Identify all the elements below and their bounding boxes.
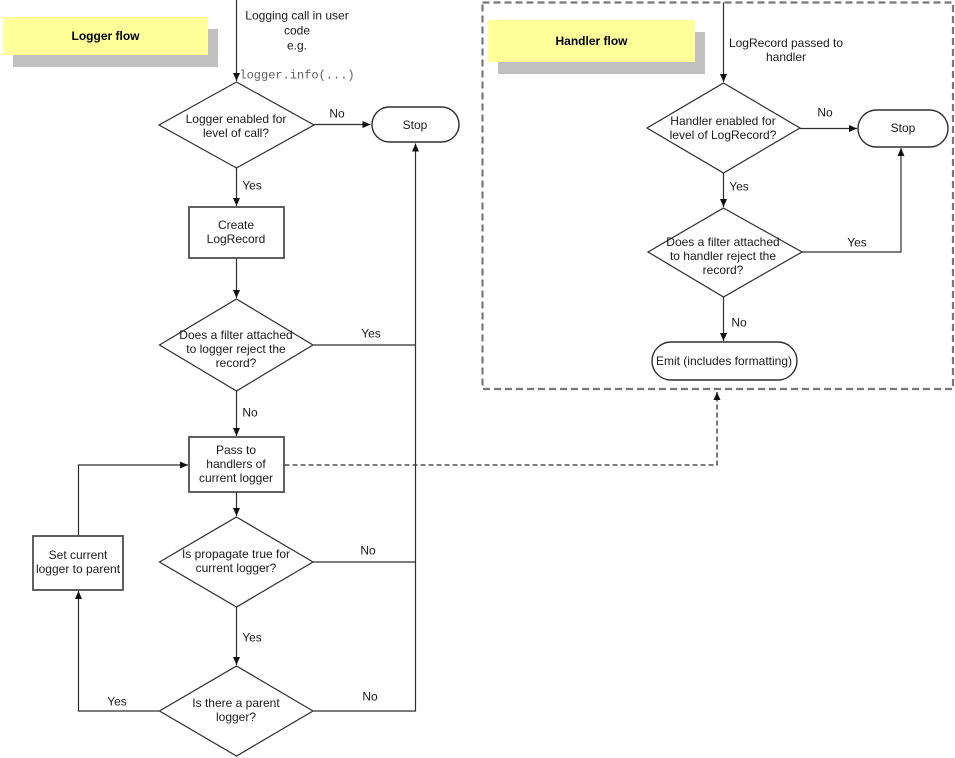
edge-label-level-yes: Yes (242, 178, 262, 193)
logger-entry-text: Logging call in user code e.g. (245, 8, 349, 53)
edge-label-filter-yes: Yes (361, 326, 381, 341)
terminator-logger-stop-label: Stop (402, 118, 428, 132)
edge-label-filter-no: No (242, 405, 258, 420)
process-set-parent-label: Set current logger to parent (35, 548, 121, 576)
logger-flow-title-note: Logger flow (3, 17, 208, 55)
decision-handler-filter-label: Does a filter attached to handler reject… (666, 235, 780, 277)
edge-label-level-no: No (329, 106, 345, 121)
logger-entry-annotation: Logging call in user code e.g. logger.in… (239, 0, 354, 99)
terminator-handler-stop-shape (857, 109, 949, 148)
handler-flow-title: Handler flow (555, 34, 628, 48)
decision-logger-enabled-shape (157, 81, 316, 169)
edge-label-handler-filter-no: No (731, 315, 747, 330)
decision-logger-filter-shape (158, 298, 315, 392)
decision-propagate-shape (158, 516, 315, 608)
decision-logger-filter-label: Does a filter attached to logger reject … (179, 328, 293, 370)
process-pass-handlers-label: Pass to handlers of current logger (198, 443, 274, 485)
logger-entry-code: logger.info(...) (239, 68, 355, 83)
edge-pass-to-handler-flow-dashed (284, 392, 721, 466)
decision-parent-logger-shape (158, 665, 315, 757)
handler-entry-annotation: LogRecord passed to handler (728, 36, 844, 64)
edge-label-handler-level-yes: Yes (729, 179, 749, 194)
edge-set-parent-to-pass (77, 461, 188, 536)
decision-handler-filter-shape (646, 207, 804, 298)
decision-parent-logger-label: Is there a parent logger? (192, 696, 280, 724)
decision-propagate-label: Is propagate true for current logger? (181, 547, 291, 575)
edge-label-parent-yes: Yes (107, 694, 127, 709)
handler-flow-title-note: Handler flow (488, 20, 695, 62)
handler-flow-frame (481, 1, 955, 391)
process-set-parent-shape (32, 535, 124, 591)
edge-label-handler-filter-yes: Yes (847, 235, 867, 250)
edge-parent-yes-to-set-parent (75, 591, 159, 712)
edge-label-handler-level-no: No (817, 105, 833, 120)
edge-label-propagate-no: No (360, 543, 376, 558)
terminator-logger-stop-shape (371, 106, 460, 143)
edge-label-parent-no: No (362, 689, 378, 704)
decision-handler-enabled-shape (645, 82, 802, 174)
terminator-handler-stop-label: Stop (890, 121, 916, 135)
edge-handler-filter-yes-to-stop (802, 148, 905, 253)
terminator-emit-label: Emit (includes formatting) (655, 354, 793, 368)
process-create-logrecord-shape (188, 206, 285, 259)
logger-flow-title: Logger flow (71, 29, 140, 43)
decision-handler-enabled-label: Handler enabled for level of LogRecord? (669, 114, 777, 142)
edge-label-propagate-yes: Yes (242, 630, 262, 645)
process-create-logrecord-label: Create LogRecord (206, 218, 266, 246)
process-pass-handlers-shape (188, 436, 285, 493)
edge-parent-no-to-stop (313, 143, 419, 712)
decision-logger-enabled-label: Logger enabled for level of call? (185, 112, 287, 140)
terminator-emit-shape (651, 341, 798, 381)
